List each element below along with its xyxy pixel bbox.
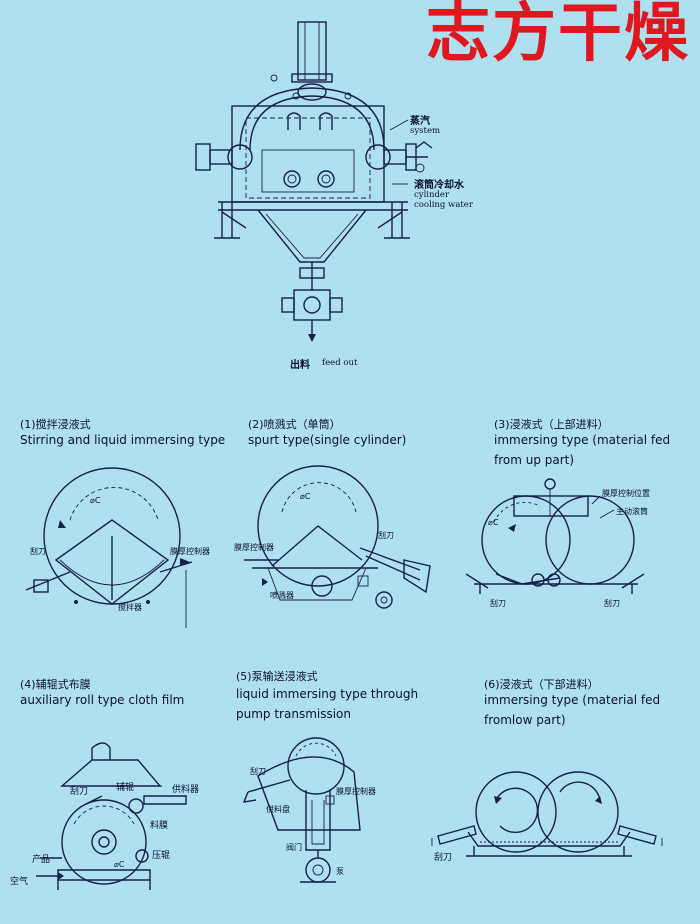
panel-3-title-en: immersing type (material fed from up par… (494, 433, 671, 467)
panel-4-film-label: 料膜 (150, 821, 169, 831)
cooling-label-en2: cooling water (414, 200, 473, 210)
panel-5-tank-label: 供料盘 (266, 805, 290, 814)
panel-3-thickness-label: 膜厚控制位置 (602, 489, 650, 498)
panel-3-knife-left-label: 刮刀 (490, 599, 506, 608)
panel-5-drawing (242, 737, 361, 883)
panel-4-title-cn: (4)辅辊式布膜 (20, 678, 91, 691)
panel-5-knife-label: 刮刀 (250, 767, 266, 776)
panel-6-title-cn: (6)浸液式（下部进料） (484, 678, 599, 691)
panel-4-drawing (36, 742, 187, 890)
panel-3-knife-right-label: 刮刀 (604, 599, 620, 608)
panel-5-title-en: liquid immersing type through pump trans… (236, 687, 419, 721)
panel-1-stirrer-label: 搅拌器 (118, 603, 142, 612)
panel-4-product-label: 产品 (32, 855, 51, 865)
panel-4-feeder-label: 供料器 (172, 785, 200, 795)
panel-5-pump-label: 泵 (336, 867, 344, 876)
cooling-label-en1: cylinder (414, 190, 450, 200)
panel-2-sprayer-label: 喷溅器 (270, 591, 294, 600)
panel-3-title-cn: (3)浸液式（上部进料） (494, 418, 609, 431)
panel-1-title-cn: (1)搅拌浸液式 (20, 418, 91, 431)
panel-2-title-en: spurt type(single cylinder) (248, 433, 407, 447)
main-dryer-drawing (195, 21, 433, 342)
feed-out-label-cn: 出料 (290, 360, 310, 371)
panel-6-drawing (431, 771, 663, 857)
panel-4-aux-roll-label: 辅辊 (116, 783, 135, 793)
panel-2-diameter-label: ⌀C (300, 492, 311, 501)
panel-4-diameter-label: ⌀C (114, 860, 125, 869)
feed-out-label-en: feed out (322, 358, 358, 368)
panel-1-knife-label: 刮刀 (30, 547, 46, 556)
panel-6-knife-label: 刮刀 (434, 853, 453, 863)
steam-label-en: system (410, 126, 441, 136)
panel-2-knife-label: 刮刀 (378, 531, 394, 540)
panel-4-title-en: auxiliary roll type cloth film (20, 693, 185, 707)
panel-6-title-en: immersing type (material fed fromlow par… (484, 693, 661, 727)
steam-label-cn: 蒸汽 (410, 116, 430, 127)
brand-title: 志方干燥 (426, 0, 690, 71)
panel-1-title-en: Stirring and liquid immersing type (20, 433, 226, 447)
panel-4-air-label: 空气 (10, 877, 29, 887)
panel-3-drawing (465, 478, 645, 594)
panel-5-thickness-label: 膜厚控制器 (336, 787, 376, 796)
panel-5-valve-label: 阀门 (286, 843, 302, 852)
cooling-label-cn: 滚筒冷却水 (414, 180, 464, 191)
panel-3-diameter-label: ⌀C (488, 518, 499, 527)
panel-4-knife-label: 刮刀 (70, 787, 89, 797)
panel-2-drawing (244, 465, 431, 609)
panel-4-press-roll-label: 压辊 (152, 851, 171, 861)
panel-5-title-cn: (5)泵输送浸液式 (236, 670, 318, 683)
panel-1-drawing (25, 467, 193, 628)
panel-3-main-drum-label: 主动滚筒 (616, 507, 648, 516)
panel-2-title-cn: (2)喷溅式（单筒） (248, 418, 341, 431)
panel-1-diameter-label: ⌀C (90, 496, 101, 505)
panel-1-thickness-label: 膜厚控制器 (170, 547, 210, 556)
panel-2-thickness-label: 膜厚控制器 (234, 543, 274, 552)
